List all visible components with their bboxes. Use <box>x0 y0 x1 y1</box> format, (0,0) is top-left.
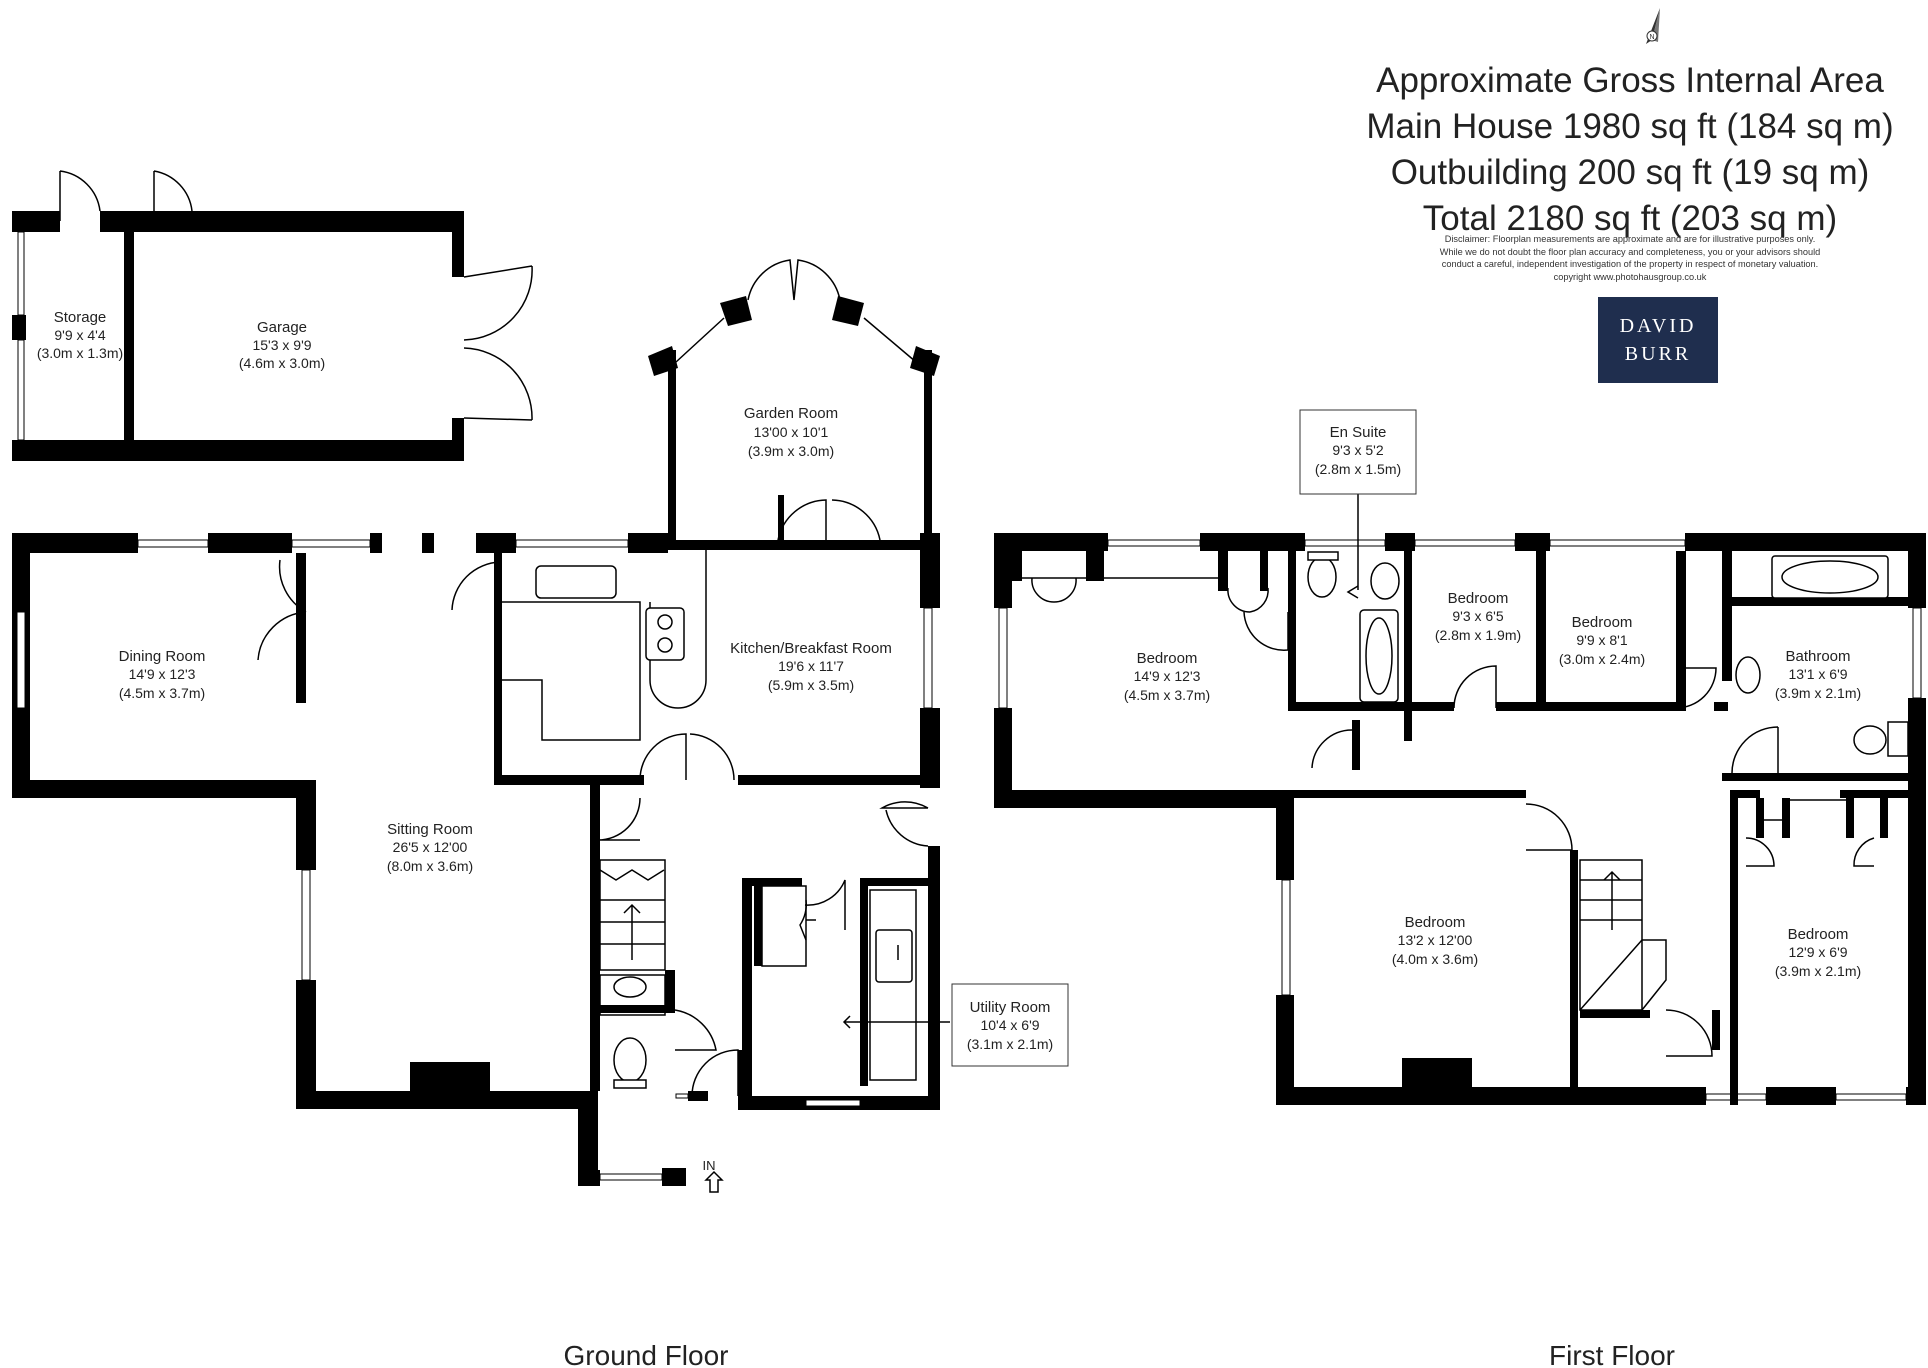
room-name-bedroom-3: Bedroom <box>1572 614 1633 631</box>
room-name-bedroom-4: Bedroom <box>1405 914 1466 931</box>
room-metric-kitchen: (5.9m x 3.5m) <box>768 677 854 693</box>
room-metric-sitting-room: (8.0m x 3.6m) <box>387 858 473 874</box>
room-dims-garden-room: 13'00 x 10'1 <box>754 424 829 440</box>
room-dims-sitting-room: 26'5 x 12'00 <box>393 839 468 855</box>
room-name-garden-room: Garden Room <box>744 405 838 422</box>
room-dims-bedroom-2: 9'3 x 6'5 <box>1452 608 1503 624</box>
room-metric-en-suite: (2.8m x 1.5m) <box>1315 461 1401 477</box>
room-name-bedroom-2: Bedroom <box>1448 590 1509 607</box>
room-dims-en-suite: 9'3 x 5'2 <box>1332 442 1383 458</box>
room-dims-utility-room: 10'4 x 6'9 <box>980 1017 1039 1033</box>
room-metric-storage: (3.0m x 1.3m) <box>37 345 123 361</box>
room-name-bedroom-1: Bedroom <box>1137 650 1198 667</box>
room-dims-kitchen: 19'6 x 11'7 <box>778 658 844 674</box>
disclaimer-line-2: While we do not doubt the floor plan acc… <box>1439 246 1821 257</box>
logo-line-1: DAVID <box>1619 315 1697 337</box>
logo-line-2: BURR <box>1624 343 1692 365</box>
room-name-sitting-room: Sitting Room <box>387 821 473 838</box>
room-dims-storage: 9'9 x 4'4 <box>54 327 105 343</box>
room-name-en-suite: En Suite <box>1330 424 1387 441</box>
disclaimer-line-3: conduct a careful, independent investiga… <box>1441 259 1819 269</box>
room-dims-bathroom: 13'1 x 6'9 <box>1788 666 1847 682</box>
utility-room-callout <box>951 983 1069 1067</box>
room-metric-dining-room: (4.5m x 3.7m) <box>119 685 205 701</box>
room-metric-bedroom-1: (4.5m x 3.7m) <box>1124 687 1210 703</box>
room-metric-utility-room: (3.1m x 2.1m) <box>967 1036 1053 1052</box>
area-title: Approximate Gross Internal Area <box>1376 61 1884 100</box>
room-dims-bedroom-3: 9'9 x 8'1 <box>1576 632 1627 648</box>
room-metric-bedroom-5: (3.9m x 2.1m) <box>1775 963 1861 979</box>
first-floor-plan <box>994 409 1926 1105</box>
compass-label: N <box>1649 34 1654 41</box>
room-metric-garden-room: (3.9m x 3.0m) <box>748 443 834 459</box>
room-metric-bedroom-4: (4.0m x 3.6m) <box>1392 951 1478 967</box>
disclaimer-line-1: Disclaimer: Floorplan measurements are a… <box>1444 234 1816 244</box>
room-metric-bedroom-2: (2.8m x 1.9m) <box>1435 627 1521 643</box>
area-total: Total 2180 sq ft (203 sq m) <box>1422 199 1838 238</box>
disclaimer-line-4: copyright www.photohausgroup.co.uk <box>1553 271 1707 282</box>
floor-label-first: First Floor <box>1549 1340 1675 1368</box>
north-compass-icon: N <box>1646 8 1660 44</box>
room-metric-garage: (4.6m x 3.0m) <box>239 355 325 371</box>
room-dims-dining-room: 14'9 x 12'3 <box>129 666 196 682</box>
en-suite-callout <box>1299 409 1417 495</box>
floor-label-ground: Ground Floor <box>564 1340 729 1368</box>
david-burr-logo: DAVID BURR <box>1598 297 1718 383</box>
room-name-bathroom: Bathroom <box>1785 648 1850 665</box>
room-name-storage: Storage <box>54 309 107 326</box>
room-dims-bedroom-5: 12'9 x 6'9 <box>1788 944 1847 960</box>
room-metric-bedroom-3: (3.0m x 2.4m) <box>1559 651 1645 667</box>
room-dims-bedroom-4: 13'2 x 12'00 <box>1398 932 1473 948</box>
area-outbuilding: Outbuilding 200 sq ft (19 sq m) <box>1390 153 1870 192</box>
area-summary: Approximate Gross Internal Area Main Hou… <box>1300 58 1928 242</box>
room-dims-garage: 15'3 x 9'9 <box>252 337 311 353</box>
disclaimer: Disclaimer: Floorplan measurements are a… <box>1400 233 1860 283</box>
room-name-utility-room: Utility Room <box>970 999 1051 1016</box>
room-labels: Storage 9'9 x 4'4 (3.0m x 1.3m) Garage 1… <box>37 309 1861 1368</box>
area-main-house: Main House 1980 sq ft (184 sq m) <box>1366 107 1894 146</box>
ground-floor-plan <box>12 259 950 1193</box>
entrance-label: IN <box>703 1158 716 1173</box>
room-name-dining-room: Dining Room <box>119 648 206 665</box>
room-dims-bedroom-1: 14'9 x 12'3 <box>1134 668 1201 684</box>
room-name-bedroom-5: Bedroom <box>1788 926 1849 943</box>
outbuilding <box>12 170 533 461</box>
room-name-garage: Garage <box>257 319 307 336</box>
room-metric-bathroom: (3.9m x 2.1m) <box>1775 685 1861 701</box>
room-name-kitchen: Kitchen/Breakfast Room <box>730 640 892 657</box>
